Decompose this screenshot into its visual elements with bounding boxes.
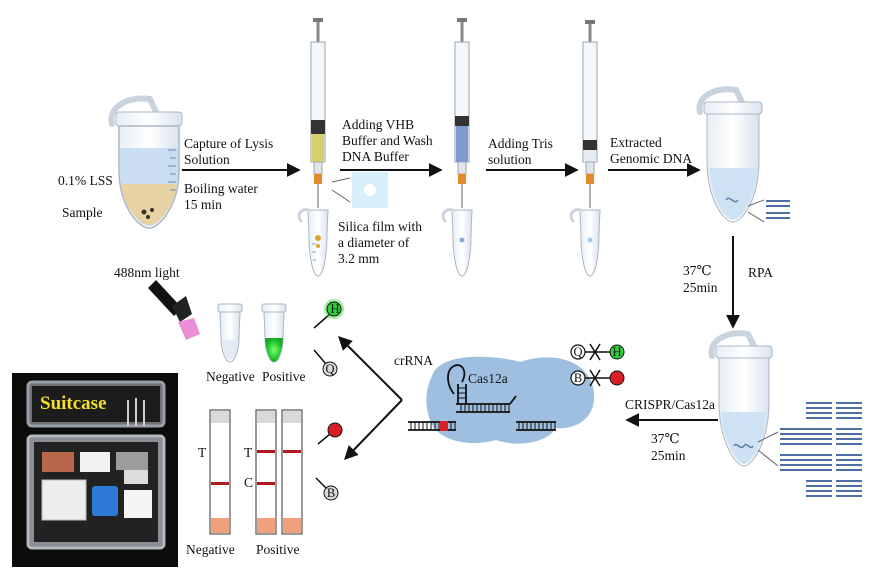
reporter-legend — [570, 343, 625, 387]
legend-label-q: Q — [573, 345, 583, 359]
arrow-to-fluorescence — [338, 336, 403, 401]
flashlight — [148, 280, 200, 340]
label-positive-tube: Positive — [262, 369, 306, 384]
legend-label-b: B — [573, 371, 583, 385]
positive-tube — [261, 303, 287, 363]
amplified-dna-stack — [780, 402, 862, 497]
extracted-dna-tube — [696, 86, 790, 223]
strip-negative — [209, 409, 231, 535]
strip-positive-1 — [255, 409, 277, 535]
label-extract-1: Extracted — [610, 135, 662, 150]
arrow-to-lateral-flow — [344, 399, 403, 461]
probe-red — [317, 422, 343, 445]
syringe-buffer — [441, 18, 473, 277]
label-capture-1: Capture of Lysis — [184, 136, 274, 151]
label-strip-negative: Negative — [186, 542, 235, 557]
legend-label-h: H — [612, 345, 622, 359]
legend-h-node — [609, 344, 625, 360]
probe-q — [313, 349, 338, 377]
positive2-t-line — [283, 450, 301, 453]
label-capture-2: Solution — [184, 152, 230, 167]
label-c-positive: C — [244, 475, 254, 490]
label-probe-h: H — [330, 302, 340, 316]
suitcase-title: Suitcase — [40, 393, 107, 414]
label-lss: 0.1% LSS — [58, 173, 113, 188]
negative-c-line — [211, 482, 229, 485]
label-probe-b: B — [326, 486, 336, 500]
label-negative-tube: Negative — [206, 369, 255, 384]
label-crispr-temp: 37℃ — [651, 431, 680, 446]
label-rpa-time: 25min — [683, 280, 718, 295]
label-probe-q: Q — [325, 362, 335, 376]
label-tris-2: solution — [488, 152, 532, 167]
label-rpa: RPA — [748, 265, 774, 280]
syringe-tris — [569, 20, 601, 277]
label-silica-2: a diameter of — [338, 235, 410, 250]
label-crispr-time: 25min — [651, 448, 686, 463]
cas12a-complex — [408, 356, 595, 444]
positive-t-line — [257, 450, 275, 453]
crispr-tube — [708, 330, 779, 467]
probe-h — [313, 299, 344, 329]
label-vhb-2: Buffer and Wash — [342, 133, 433, 148]
label-t-negative: T — [198, 445, 207, 460]
label-vhb-1: Adding VHB — [342, 117, 415, 132]
negative-tube — [217, 303, 243, 363]
label-crrna: crRNA — [394, 353, 433, 368]
label-boil-2: 15 min — [184, 197, 222, 212]
label-silica-1: Silica film with — [338, 219, 422, 234]
label-tris-1: Adding Tris — [488, 136, 553, 151]
sample-tube — [108, 95, 183, 229]
process-arrows — [182, 163, 740, 461]
label-vhb-3: DNA Buffer — [342, 149, 409, 164]
silica-film — [331, 172, 388, 208]
label-rpa-temp: 37℃ — [683, 263, 712, 278]
suitcase-photo — [12, 373, 178, 567]
label-t-positive: T — [244, 445, 253, 460]
label-crispr: CRISPR/Cas12a — [625, 397, 716, 412]
strip-positive-2 — [281, 409, 303, 535]
label-boil-1: Boiling water — [184, 181, 258, 196]
syringe-lysis — [297, 18, 329, 277]
label-strip-positive: Positive — [256, 542, 300, 557]
label-cas12a: Cas12a — [468, 371, 508, 386]
positive-c-line — [257, 482, 275, 485]
legend-red-node — [609, 370, 625, 386]
label-extract-2: Genomic DNA — [610, 151, 693, 166]
probe-b — [315, 477, 339, 501]
label-light: 488nm light — [114, 265, 180, 280]
label-silica-3: 3.2 mm — [338, 251, 380, 266]
label-sample: Sample — [62, 205, 103, 220]
